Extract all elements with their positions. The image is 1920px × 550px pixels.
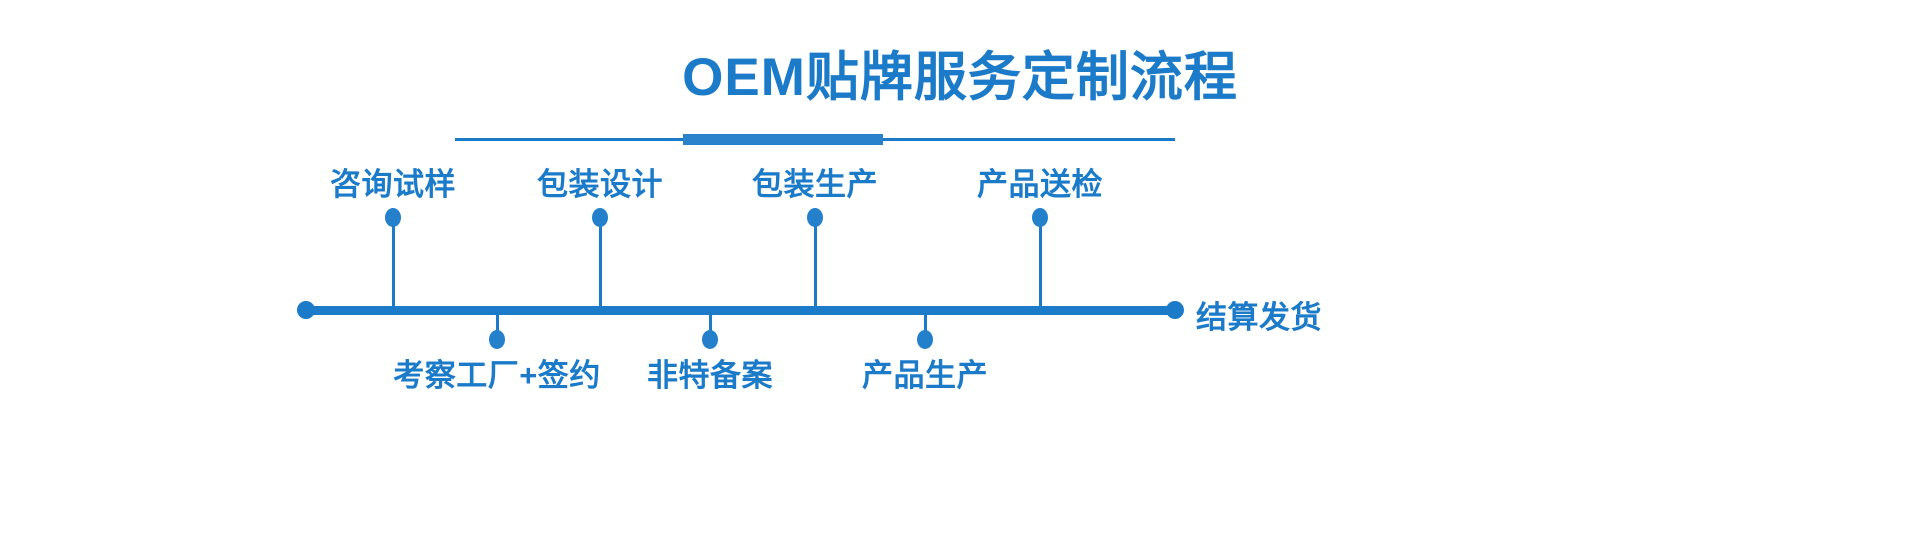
timeline-end-dot-icon xyxy=(1166,301,1184,319)
step-label: 非特备案 xyxy=(647,358,773,393)
process-timeline: 结算发货 咨询试样 包装设计 包装生产 产品送检 考察工厂+签约 非特备案 产品… xyxy=(0,168,1920,550)
title-divider-emphasis xyxy=(683,134,883,145)
timeline-rail xyxy=(303,306,1180,315)
step-stem xyxy=(1039,221,1042,309)
step-label: 包装设计 xyxy=(537,167,663,202)
step-stem xyxy=(924,311,927,343)
step-label: 考察工厂+签约 xyxy=(393,358,601,393)
step-node-dot-icon xyxy=(917,330,933,349)
step-node-dot-icon xyxy=(1032,208,1048,227)
step-node-dot-icon xyxy=(385,208,401,227)
step-node-dot-icon xyxy=(702,330,718,349)
step-node-dot-icon xyxy=(807,208,823,227)
step-stem xyxy=(392,221,395,309)
step-label: 产品送检 xyxy=(977,167,1103,202)
step-stem xyxy=(599,221,602,309)
timeline-end-label: 结算发货 xyxy=(1196,300,1322,335)
step-stem xyxy=(496,311,499,343)
step-label: 产品生产 xyxy=(862,358,988,393)
step-label: 包装生产 xyxy=(752,167,878,202)
step-label: 咨询试样 xyxy=(330,167,456,202)
step-stem xyxy=(709,311,712,343)
header: OEM贴牌服务定制流程 xyxy=(0,0,1920,175)
timeline-start-dot-icon xyxy=(297,301,315,319)
page-title: OEM贴牌服务定制流程 xyxy=(682,48,1238,107)
step-node-dot-icon xyxy=(592,208,608,227)
step-stem xyxy=(814,221,817,309)
step-node-dot-icon xyxy=(489,330,505,349)
